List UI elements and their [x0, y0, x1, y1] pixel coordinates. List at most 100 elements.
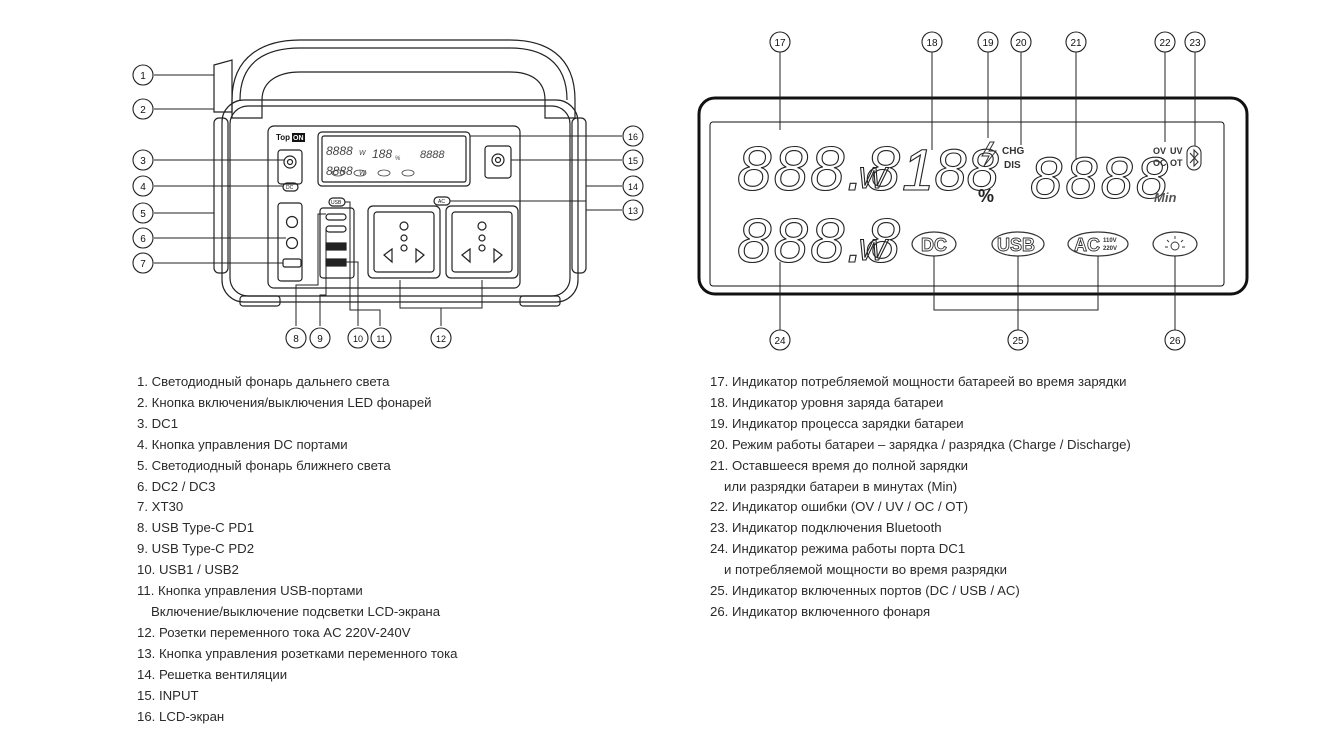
- ac-tag: AC: [438, 199, 445, 205]
- lcd-uv: UV: [1170, 146, 1183, 156]
- lcd-unit-w2: W: [858, 234, 889, 267]
- legend-item: 21. Оставшееся время до полной зарядки: [710, 457, 969, 473]
- legend-item: 18. Индикатор уровня заряда батареи: [710, 394, 944, 410]
- callout-25: 25: [1012, 336, 1024, 347]
- legend-item-continuation: или разрядки батареи в минутах (Min): [724, 478, 958, 494]
- screen-percent: %: [395, 156, 401, 162]
- lamp-indicator-outline: [1152, 231, 1198, 257]
- callout-3: 3: [140, 156, 146, 167]
- legend-item: 3. DC1: [137, 415, 179, 431]
- dc-tag: DC: [286, 185, 294, 191]
- callout-13: 13: [628, 206, 638, 216]
- callout-10: 10: [353, 334, 363, 344]
- callout-12: 12: [436, 334, 446, 344]
- legend-item: 23. Индикатор подключения Bluetooth: [710, 520, 942, 536]
- callout-6: 6: [140, 234, 146, 245]
- badge-usb: USB: [997, 235, 1035, 255]
- screen-unit-w1: W: [359, 150, 367, 157]
- legend-item: 16. LCD-экран: [137, 708, 225, 724]
- lcd-digits-top-left: 888.8: [737, 135, 902, 204]
- callout-21: 21: [1070, 38, 1082, 49]
- legend-item: 20. Режим работы батареи – зарядка / раз…: [710, 436, 1131, 452]
- usb-tag: USB: [331, 200, 342, 206]
- callout-20: 20: [1015, 38, 1027, 49]
- legend-item: 26. Индикатор включенного фонаря: [710, 603, 931, 619]
- badge-ac: AC: [1074, 235, 1100, 255]
- callout-16: 16: [628, 132, 638, 142]
- front-panel: [267, 125, 521, 289]
- callout-23: 23: [1189, 38, 1201, 49]
- callout-14: 14: [628, 182, 638, 192]
- usb-c-pd2: [325, 225, 347, 233]
- legend-right: 17. Индикатор потребляемой мощности бата…: [710, 372, 1131, 623]
- lcd-chg: CHG: [1002, 146, 1024, 157]
- bluetooth-icon: [1186, 145, 1202, 171]
- legend-item-continuation: и потребляемой мощности во время разрядк…: [724, 562, 1007, 578]
- callout-15: 15: [628, 156, 638, 166]
- usb-a-2: [325, 258, 347, 267]
- dc-button: [282, 182, 299, 192]
- callout-9: 9: [317, 334, 323, 345]
- legend-item: 19. Индикатор процесса зарядки батареи: [710, 415, 964, 431]
- legend-item: 4. Кнопка управления DC портами: [137, 436, 348, 452]
- lcd-oc: OC: [1153, 158, 1167, 168]
- legend-item: 11. Кнопка управления USB-портами: [137, 583, 363, 599]
- legend-item: 1. Светодиодный фонарь дальнего света: [137, 374, 390, 389]
- svg-text:8888: 8888: [420, 149, 445, 161]
- lamp-icon: [1165, 236, 1185, 251]
- brand-text: Top: [276, 133, 290, 142]
- legend-item: 12. Розетки переменного тока AC 220V-240…: [137, 624, 411, 640]
- callout-26: 26: [1169, 336, 1181, 347]
- legend-item: 15. INPUT: [137, 687, 199, 703]
- callout-17: 17: [774, 38, 786, 49]
- legend-item: 10. USB1 / USB2: [137, 562, 239, 578]
- callout-5: 5: [140, 209, 146, 220]
- svg-text:188: 188: [372, 147, 392, 161]
- badge-ac-sub1: 110V: [1103, 238, 1117, 244]
- legend-item: 22. Индикатор ошибки (OV / UV / OC / OT): [710, 499, 969, 515]
- legend-item: 6. DC2 / DC3: [137, 478, 216, 494]
- ac-socket-1: [367, 205, 441, 279]
- lcd-percent: %: [978, 186, 994, 206]
- usb-c-pd1: [325, 213, 347, 221]
- handle: [231, 39, 576, 119]
- dc2-port: [285, 215, 299, 229]
- device-lcd: [317, 131, 471, 187]
- lcd-ov: OV: [1153, 146, 1166, 156]
- input-port: [491, 153, 505, 167]
- callout-18: 18: [926, 38, 938, 49]
- legend-item: 25. Индикатор включенных портов (DC / US…: [710, 583, 1020, 599]
- callout-1: 1: [140, 71, 146, 82]
- callout-4: 4: [140, 182, 146, 193]
- dc1-port: [283, 155, 297, 169]
- input-port-frame: [484, 145, 512, 179]
- legend-item: 7. XT30: [137, 499, 184, 515]
- callout-7: 7: [140, 259, 146, 270]
- callout-22: 22: [1159, 38, 1171, 49]
- lcd-min: Min: [1154, 190, 1176, 205]
- lcd-frame-inner: [709, 121, 1225, 287]
- brand-box-text: ON: [293, 135, 304, 142]
- xt30-port: [282, 258, 302, 268]
- legend-item-continuation: Включение/выключение подсветки LCD-экран…: [151, 603, 441, 619]
- callout-2: 2: [140, 105, 146, 116]
- legend-item: 2. Кнопка включения/выключения LED фонар…: [137, 394, 432, 410]
- lcd-digits-bottom-left: 888.8: [737, 207, 902, 276]
- legend-item: 13. Кнопка управления розетками переменн…: [137, 645, 458, 661]
- lcd-unit-w1: W: [858, 162, 889, 195]
- lcd-dis: DIS: [1004, 160, 1021, 171]
- legend-item: 17. Индикатор потребляемой мощности бата…: [710, 374, 1127, 389]
- badge-ac-sub2: 220V: [1103, 246, 1117, 252]
- dc3-port: [285, 236, 299, 250]
- legend-item: 14. Решетка вентиляции: [137, 666, 288, 682]
- callout-8: 8: [293, 334, 299, 345]
- callout-24: 24: [774, 336, 786, 347]
- legend-item: 8. USB Type-C PD1: [137, 520, 255, 536]
- badge-dc: DC: [921, 235, 947, 255]
- legend-item: 24. Индикатор режима работы порта DC1: [710, 541, 966, 557]
- callout-11: 11: [376, 334, 385, 344]
- lcd-ot: OT: [1170, 158, 1183, 168]
- svg-text:8888: 8888: [326, 144, 353, 158]
- lcd-time-digits: 8888: [1030, 146, 1171, 211]
